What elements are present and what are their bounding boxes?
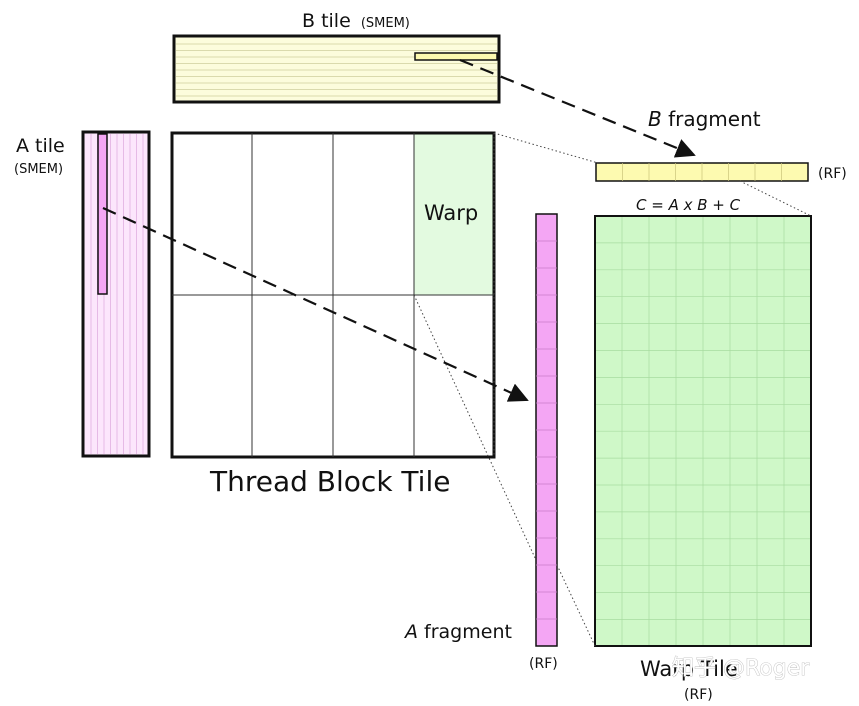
projection-line	[493, 132, 599, 164]
projection-lines	[413, 132, 812, 647]
a-fragment-arrow	[102, 206, 529, 402]
b-fragment-mem-label: (RF)	[818, 166, 847, 182]
projection-line	[556, 564, 596, 647]
thread-block-tile-label: Thread Block Tile	[209, 465, 450, 498]
a-tile-slice	[97, 133, 108, 295]
a-tile-label: A tile	[16, 135, 65, 157]
a-fragment-cells	[536, 240, 557, 620]
a-fragment-label: A fragment	[403, 621, 512, 643]
a-tile-mem-label: (SMEM)	[14, 162, 63, 177]
b-tile	[172, 34, 501, 104]
warp-label: Warp	[424, 201, 478, 225]
b-fragment	[595, 162, 809, 182]
projection-line	[413, 294, 537, 561]
b-tile-slice	[414, 52, 498, 61]
a-tile	[81, 130, 151, 458]
a-fragment-mem-label: (RF)	[529, 656, 558, 672]
a-tile-rect	[81, 130, 151, 458]
warp-tile-grid	[595, 216, 811, 646]
b-fragment-arrow	[459, 58, 696, 158]
b-fragment-cells	[622, 163, 782, 181]
b-tile-label: B tile (SMEM)	[302, 10, 410, 32]
projection-line	[739, 180, 812, 217]
warp-tile-label: Warp Tile	[640, 657, 738, 681]
warp-cell	[414, 133, 494, 295]
a-fragment	[535, 213, 558, 647]
thread-block-tile	[170, 131, 496, 459]
watermark: 知乎 @Roger	[672, 656, 810, 681]
b-tile-rect	[172, 34, 501, 104]
b-fragment-label: B fragment	[648, 107, 761, 131]
warp-tile-border	[594, 215, 812, 647]
equation-label: C = A x B + C	[636, 196, 741, 214]
b-tile-rows	[176, 43, 497, 97]
warp-tile	[594, 215, 812, 647]
warp-tile-mem-label: (RF)	[684, 687, 713, 703]
